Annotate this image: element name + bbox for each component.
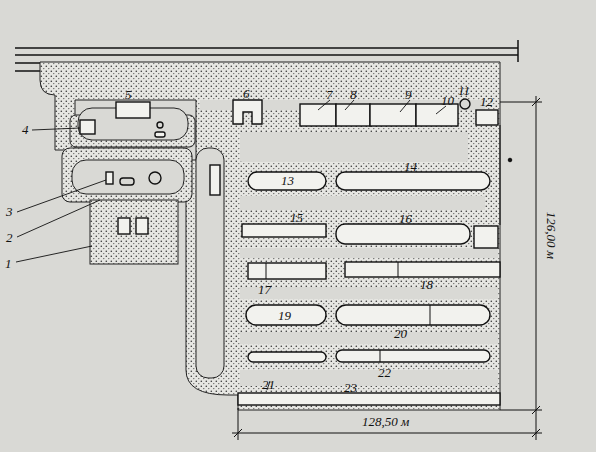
callout-number: 1 <box>5 257 12 270</box>
callout-number: 2 <box>6 231 13 244</box>
callout-number: 21 <box>262 378 275 391</box>
callout-number: 8 <box>350 88 357 101</box>
callout-number: 9 <box>405 88 412 101</box>
dimension-label: 128,50 м <box>362 415 409 428</box>
callout-number: 4 <box>22 123 29 136</box>
callout-number: 14 <box>404 160 417 173</box>
buildings <box>80 99 500 405</box>
callout-number: 10 <box>441 94 454 107</box>
callout-number: 11 <box>458 84 470 97</box>
callout-number: 5 <box>125 88 132 101</box>
callout-number: 6 <box>243 87 250 100</box>
callout-number: 13 <box>281 174 294 187</box>
callout-number: 12 <box>480 95 493 108</box>
roads <box>40 62 500 410</box>
callout-number: 16 <box>399 212 412 225</box>
dimension-label: 126,00 м <box>545 211 558 258</box>
callout-number: 17 <box>258 283 271 296</box>
callout-number: 3 <box>6 205 13 218</box>
callout-number: 22 <box>378 366 391 379</box>
callout-number: 18 <box>420 278 433 291</box>
inner-lines <box>266 125 512 362</box>
callout-number: 19 <box>278 309 291 322</box>
site-ground <box>72 100 498 386</box>
callout-number: 7 <box>326 88 333 101</box>
leader-lines <box>16 100 446 390</box>
callout-number: 15 <box>290 211 303 224</box>
callout-number: 20 <box>394 327 407 340</box>
dimension-lines <box>232 96 542 440</box>
callout-number: 23 <box>344 381 357 394</box>
